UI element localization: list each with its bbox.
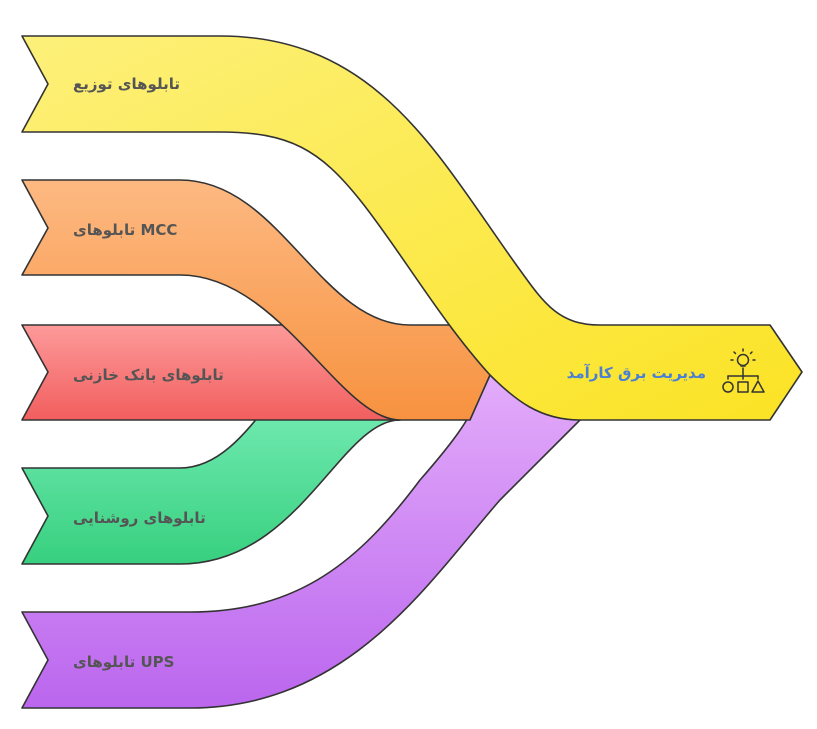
idea-shapes-icon xyxy=(722,348,765,393)
band-distribution xyxy=(21,35,803,421)
band-mcc xyxy=(21,179,491,421)
label-ups: تابلوهای UPS xyxy=(73,653,174,671)
label-output: مدیریت برق کارآمد xyxy=(567,364,706,382)
label-distribution: تابلوهای توزیع xyxy=(73,75,180,93)
label-capacitor: تابلوهای بانک خازنی xyxy=(73,366,224,384)
band-ups xyxy=(21,374,581,709)
label-lighting: تابلوهای روشنایی xyxy=(73,509,206,527)
label-mcc: تابلوهای MCC xyxy=(73,221,177,239)
